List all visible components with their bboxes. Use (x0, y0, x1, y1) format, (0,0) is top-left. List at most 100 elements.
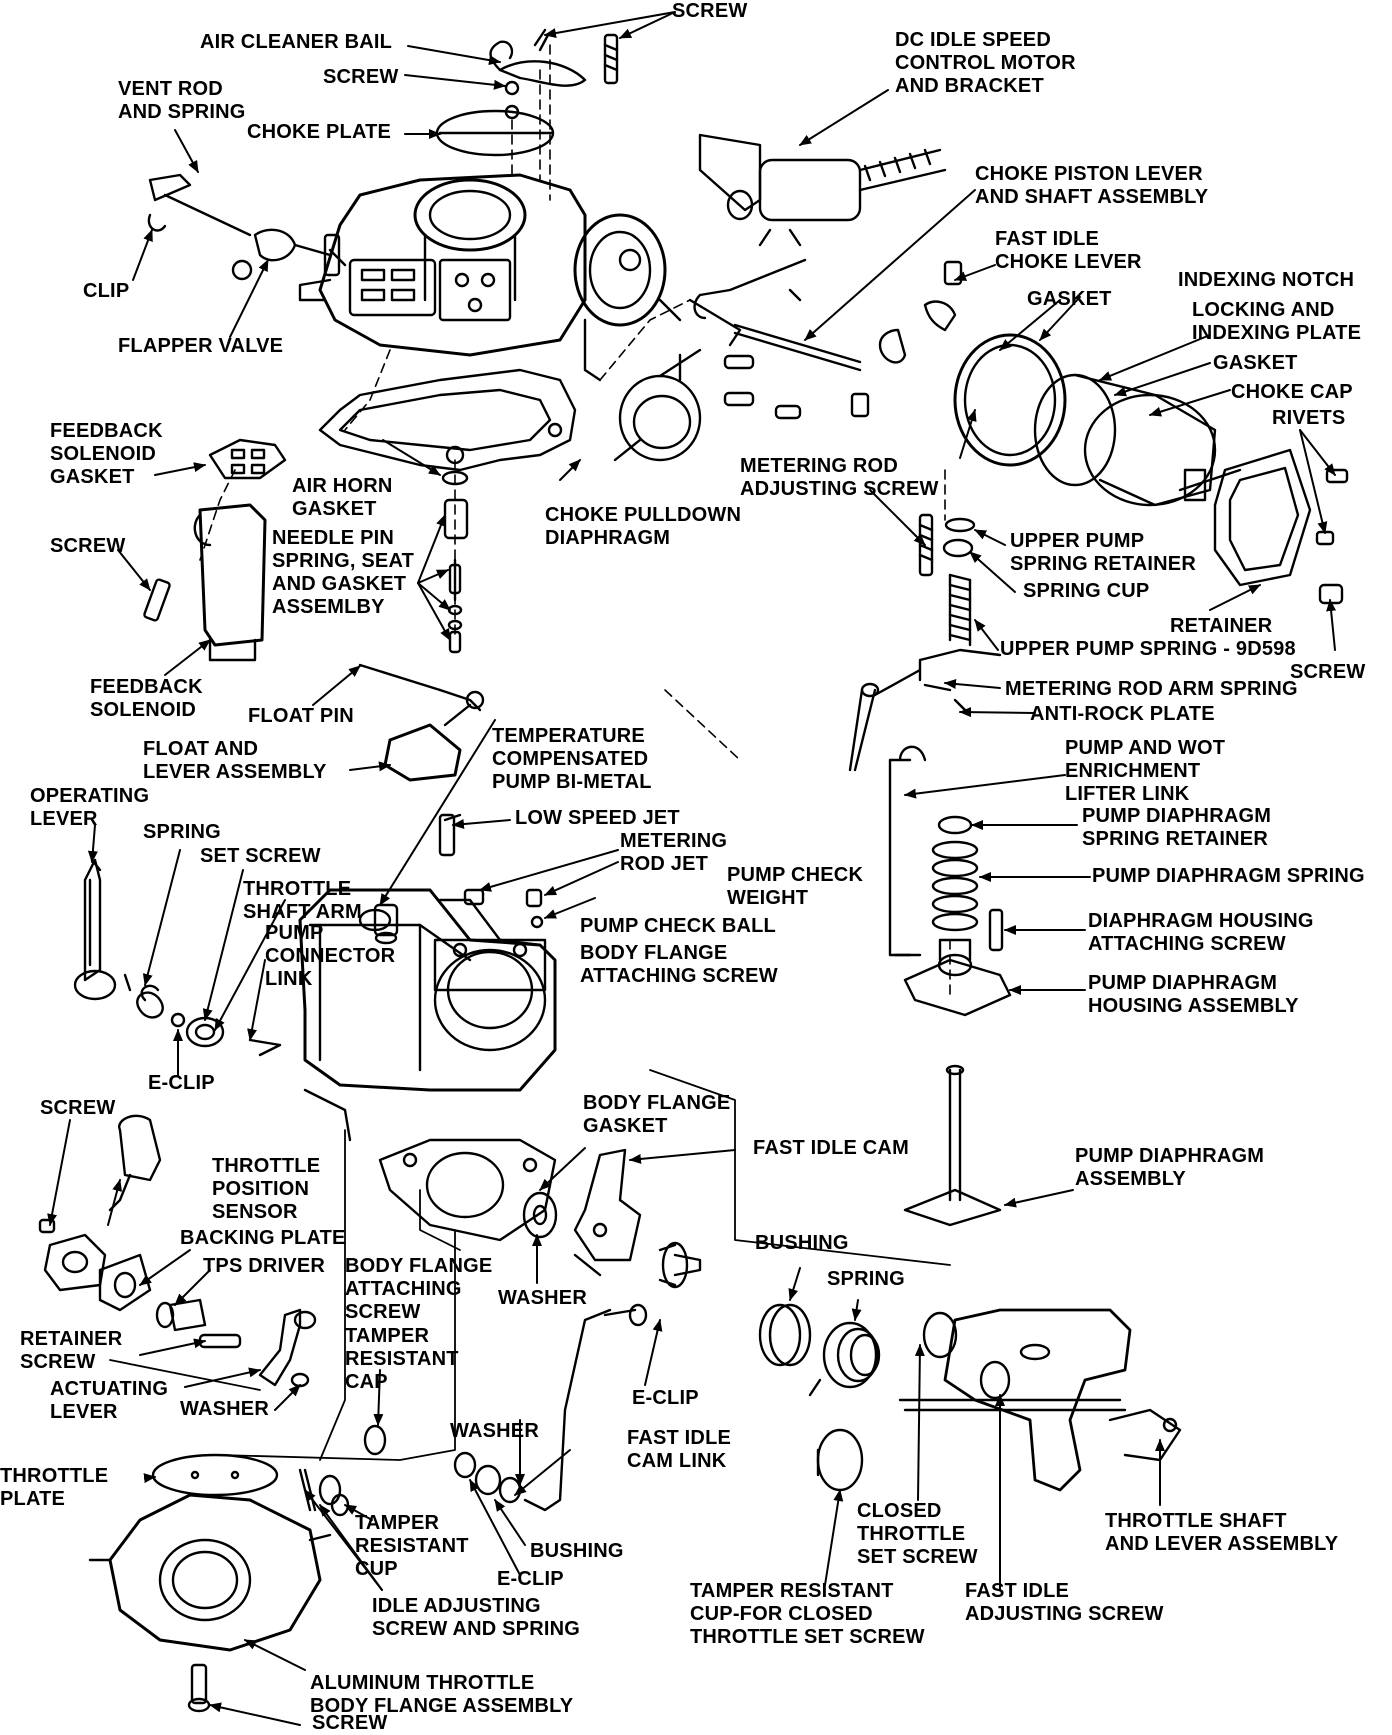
label-text: HOUSING ASSEMBLY (1088, 995, 1299, 1017)
label-text: ATTACHING (345, 1278, 462, 1300)
label-text: FLAPPER VALVE (118, 335, 284, 357)
label-anti-rock-plate: ANTI-ROCK PLATE (1030, 703, 1215, 726)
label-float-pin: FLOAT PIN (248, 705, 354, 728)
label-text: ALUMINUM THROTTLE (310, 1672, 535, 1694)
label-text: BODY FLANGE (580, 942, 728, 964)
aluminum-throttle-body-shape (88, 1493, 332, 1652)
metering-rod-arm-shape (873, 648, 1002, 697)
label-text: RESISTANT (345, 1348, 459, 1370)
label-text: CHOKE CAP (1231, 381, 1353, 403)
label-pump-diaphragm-spring: PUMP DIAPHRAGM SPRING (1092, 865, 1365, 888)
label-text: UPPER PUMP SPRING - 9D598 (1000, 638, 1296, 660)
label-washer-1: WASHER (498, 1287, 587, 1310)
label-text: WASHER (180, 1398, 269, 1420)
label-text: DC IDLE SPEED (895, 29, 1051, 51)
air-horn-gasket-shape (318, 368, 577, 472)
top-screws (504, 28, 619, 120)
label-text: LINK (265, 968, 313, 990)
label-text: SPRING RETAINER (1010, 553, 1196, 575)
label-text: FEEDBACK (50, 420, 163, 442)
label-metering-rod-arm-spring: METERING ROD ARM SPRING (1005, 678, 1298, 701)
label-text: THROTTLE (212, 1155, 321, 1177)
label-text: E-CLIP (497, 1568, 564, 1590)
label-text: GASKET (1027, 288, 1112, 310)
label-text: SOLENOID (50, 443, 157, 465)
label-text: AIR CLEANER BAIL (200, 31, 393, 53)
label-gasket-2: GASKET (1213, 352, 1298, 375)
washer-1-shape (522, 1191, 558, 1239)
label-text: SPRING RETAINER (1082, 828, 1268, 850)
label-text: LOW SPEED JET (515, 807, 680, 829)
label-air-cleaner-bail: AIR CLEANER BAIL (200, 31, 392, 54)
label-text: SCREW AND SPRING (372, 1618, 581, 1640)
label-rivets: RIVETS (1272, 407, 1345, 430)
label-text: SCREW (40, 1097, 116, 1119)
label-text: LEVER (30, 808, 98, 830)
label-text: THROTTLE (0, 1465, 109, 1487)
label-text: CHOKE PISTON LEVER (975, 163, 1203, 185)
air-cleaner-bail-shape (489, 40, 587, 87)
label-text: BODY FLANGE (345, 1255, 493, 1277)
label-text: SPRING (143, 821, 221, 843)
label-text: CAM LINK (627, 1450, 727, 1472)
label-washer-3: WASHER (450, 1420, 539, 1443)
label-text: THROTTLE (243, 878, 352, 900)
label-text: AND SPRING (118, 101, 246, 123)
label-text: PUMP DIAPHRAGM (1082, 805, 1272, 827)
label-retainer: RETAINER (1170, 615, 1272, 638)
label-text: IDLE ADJUSTING (372, 1595, 541, 1617)
label-text: SET SCREW (857, 1546, 978, 1568)
choke-piston-lever-shape (733, 288, 862, 372)
label-text: AND LEVER ASSEMBLY (1105, 1533, 1339, 1555)
label-text: CHOKE PLATE (247, 121, 392, 143)
label-text: LEVER ASSEMBLY (143, 761, 327, 783)
air-horn-body (298, 173, 587, 357)
label-text: SPRING CUP (1023, 580, 1150, 602)
label-text: SCREW (672, 0, 748, 22)
label-text: BODY FLANGE (583, 1092, 731, 1114)
pump-diaphragm-housing-shape (903, 938, 1012, 1017)
label-pump-check-ball: PUMP CHECK BALL (580, 915, 776, 938)
label-text: METERING (620, 830, 728, 852)
label-text: BUSHING (755, 1232, 849, 1254)
label-text: FAST IDLE (995, 228, 1100, 250)
label-text: ATTACHING SCREW (580, 965, 778, 987)
label-text: SPRING (827, 1268, 905, 1290)
label-text: AND BRACKET (895, 75, 1044, 97)
label-text: SOLENOID (90, 699, 197, 721)
label-text: FLOAT PIN (248, 705, 354, 727)
bushing-spring-shape (758, 1303, 881, 1397)
label-bushing-1: BUSHING (755, 1232, 849, 1255)
label-text: TEMPERATURE (492, 725, 645, 747)
label-choke-cap: CHOKE CAP (1231, 381, 1353, 404)
label-spring-cup: SPRING CUP (1023, 580, 1149, 603)
label-text: INDEXING NOTCH (1178, 269, 1355, 291)
label-text: AND GASKET (272, 573, 407, 595)
label-text: RESISTANT (355, 1535, 469, 1557)
throttle-plate-shape (151, 1453, 279, 1497)
label-text: THROTTLE (857, 1523, 966, 1545)
pump-diaphragm-assembly-shape (903, 1064, 1002, 1227)
label-text: SHAFT ARM (243, 901, 362, 923)
label-text: COMPENSATED (492, 748, 649, 770)
label-spring-2: SPRING (827, 1268, 905, 1291)
label-text: CLOSED (857, 1500, 942, 1522)
label-screw-bottom: SCREW (312, 1712, 387, 1735)
fast-idle-choke-lever-shape (923, 300, 957, 332)
